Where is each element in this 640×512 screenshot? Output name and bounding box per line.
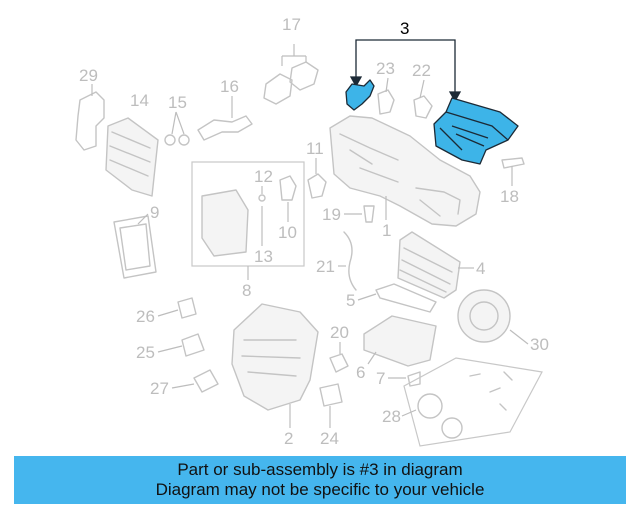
part-28a [417,393,443,419]
lead-27 [171,383,195,389]
part-14-fins [109,131,151,177]
callout-1: 1 [382,221,391,240]
part-12 [258,194,266,202]
part-30 [457,289,511,343]
callout-3: 3 [400,19,409,38]
callout-15: 15 [168,93,187,112]
lead-22 [419,79,425,99]
callout-3-bracket [355,39,456,96]
part-11 [307,173,327,199]
part-18 [501,157,525,169]
callout-25: 25 [136,343,155,362]
callout-14: 14 [130,91,149,110]
part-23 [377,89,395,115]
lead-25 [157,345,183,353]
part-24 [319,383,343,407]
lead-28 [401,409,417,417]
part-26 [177,297,197,319]
callout-11: 11 [306,139,324,158]
part-3-highlighted[interactable] [345,39,519,165]
callout-4: 4 [476,259,485,278]
part-9 [113,215,157,279]
parts-diagram: 29 14 15 16 17 3 23 22 11 12 9 18 19 10 … [75,15,549,448]
part-22 [413,95,433,119]
part-30-hub [469,301,499,331]
part-5 [375,283,437,313]
part-17b [289,61,319,91]
callout-2: 2 [284,429,293,448]
callout-6: 6 [356,363,365,382]
callout-8: 8 [242,281,251,300]
part-29 [75,91,105,151]
part-2-detail [241,339,301,377]
callout-24: 24 [320,429,339,448]
callout-28-box [403,357,543,447]
callout-5: 5 [346,291,355,310]
part-15b [178,134,190,146]
callout-7: 7 [376,369,385,388]
part-28b [441,417,463,439]
part-15a [164,134,176,146]
callout-3-arrow-right [448,91,462,103]
lead-30 [509,329,529,345]
part-17a [263,73,293,105]
callout-28: 28 [382,407,401,426]
part-10 [279,175,297,201]
callout-22: 22 [412,61,431,80]
part-14 [105,117,159,197]
lead-23 [385,77,389,93]
actuator-small [345,79,375,111]
callout-26: 26 [136,307,155,326]
part-8-core [201,189,249,257]
callout-29: 29 [79,66,98,85]
part-28-details [469,371,513,411]
callout-17-lead [281,44,307,66]
part-16 [197,115,253,141]
callout-19: 19 [322,205,341,224]
lead-5 [357,293,377,301]
part-20 [329,353,349,373]
part-1-detail [339,133,461,217]
part-25 [181,333,205,357]
callout-17: 17 [282,15,301,34]
callout-23: 23 [376,59,395,78]
callout-30: 30 [530,335,549,354]
banner-line-1: Part or sub-assembly is #3 in diagram [177,460,463,479]
callout-9: 9 [150,203,159,222]
door-housing-ribs [439,111,509,151]
part-19 [363,205,375,223]
lead-6 [367,351,377,365]
part-1 [329,115,481,227]
callout-12: 12 [254,167,273,186]
callout-27: 27 [150,379,169,398]
banner-line-2: Diagram may not be specific to your vehi… [155,480,485,499]
lead-15 [171,111,185,135]
part-27 [193,369,219,393]
callout-13: 13 [254,247,273,266]
part-4 [397,231,461,299]
part-6 [363,315,437,367]
lead-26 [157,309,179,317]
callout-18: 18 [500,187,519,206]
part-21 [343,231,357,291]
callout-10: 10 [278,223,297,242]
callout-3-arrow-left [349,76,363,88]
info-banner: Part or sub-assembly is #3 in diagram Di… [14,456,626,504]
lead-9 [137,213,149,225]
door-housing [433,97,519,165]
callout-21: 21 [316,257,335,276]
callout-20: 20 [330,323,349,342]
callout-16: 16 [220,77,239,96]
part-4-pleats [399,247,453,293]
